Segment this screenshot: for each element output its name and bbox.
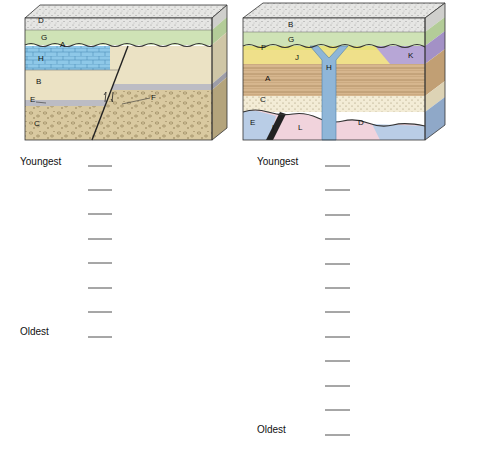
layer-label: E [30,96,35,104]
layer-label: B [288,21,293,29]
layer-label: H [38,55,44,63]
layer-label: D [38,17,44,25]
answer-blanks [88,166,350,435]
layer-label: F [261,44,266,52]
layer-label: D [358,119,364,127]
layer-label: J [295,54,299,62]
layer-label: A [60,41,65,49]
order-label: Oldest [257,425,286,435]
layer-label: F [151,94,156,102]
order-label: Youngest [257,157,298,167]
layer-label: C [260,96,266,104]
layer-label: E [250,119,255,127]
layer-label: G [41,34,47,42]
layer-label: H [326,64,332,72]
layer-label: A [265,75,270,83]
order-label: Oldest [20,327,49,337]
order-label: Youngest [20,157,61,167]
layer-label: I [272,124,274,132]
layer-label: G [288,36,294,44]
layer-label: B [36,78,41,86]
layer-label: L [298,124,302,132]
layer-label: C [34,120,40,128]
layer-label: K [408,52,413,60]
